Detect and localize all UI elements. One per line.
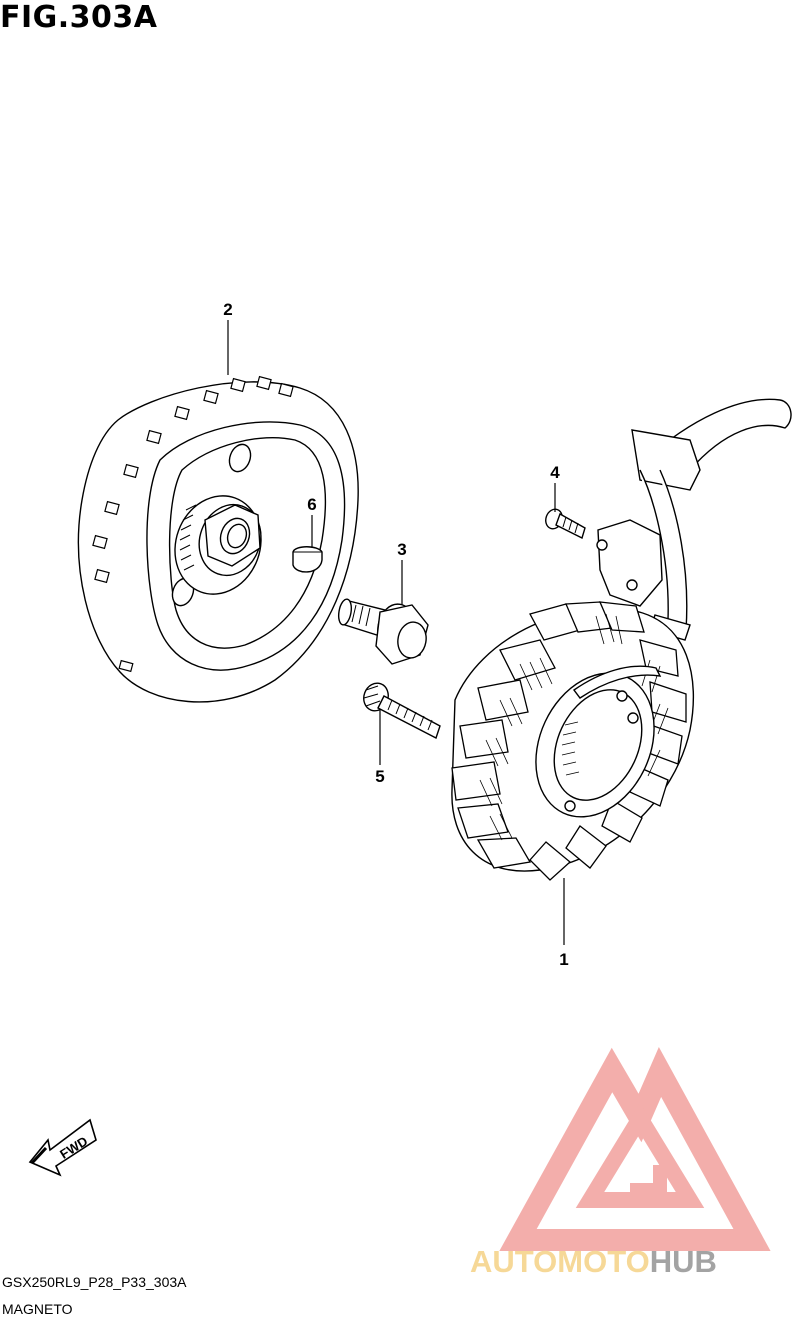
leader-lines bbox=[227, 320, 565, 945]
watermark-text-part1: AUTOMOTO bbox=[470, 1244, 650, 1279]
forward-arrow-icon: FWD bbox=[28, 1118, 97, 1177]
flywheel-bolt bbox=[337, 598, 429, 665]
woodruff-key bbox=[292, 546, 323, 573]
figure-caption: MAGNETO bbox=[2, 1301, 73, 1317]
figure-code: GSX250RL9_P28_P33_303A bbox=[2, 1274, 187, 1290]
callout-part-4: 4 bbox=[550, 463, 560, 482]
callout-part-3: 3 bbox=[397, 540, 406, 559]
rotor-flywheel bbox=[77, 375, 359, 703]
callout-part-5: 5 bbox=[375, 767, 384, 786]
watermark-text-part2: HUB bbox=[650, 1244, 717, 1279]
stator-assembly bbox=[451, 398, 792, 881]
automotohub-logo: AUTOMOTOHUB bbox=[470, 1047, 771, 1279]
callout-part-1: 1 bbox=[559, 950, 568, 969]
svg-text:AUTOMOTOHUB: AUTOMOTOHUB bbox=[470, 1244, 717, 1279]
callout-part-2: 2 bbox=[223, 300, 232, 319]
callout-part-6: 6 bbox=[307, 495, 316, 514]
callout-labels: 1 2 3 4 5 6 bbox=[223, 300, 568, 969]
figure-title: FIG.303A bbox=[0, 0, 158, 35]
stator-screw bbox=[363, 682, 441, 739]
clamp-screw bbox=[545, 508, 586, 539]
